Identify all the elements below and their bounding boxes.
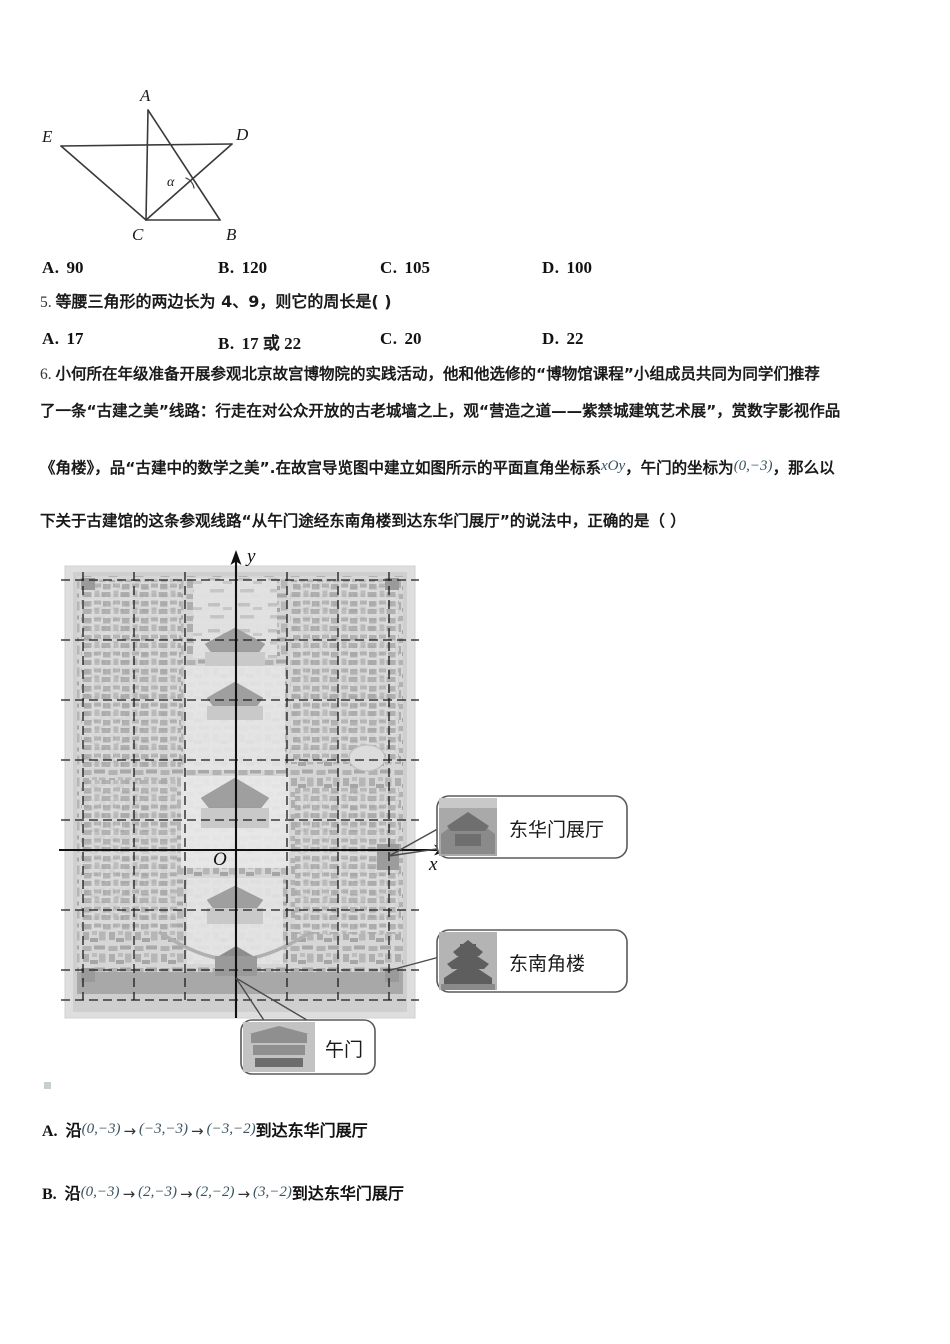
q6-answer-a-point-3: (−3,−2) (206, 1121, 256, 1137)
angle-arc (185, 177, 195, 189)
q4-option-c-value: 105 (404, 258, 431, 277)
q6-answer-b-point-1: (0,−3) (80, 1184, 120, 1200)
geom-label-d: D (235, 125, 249, 144)
q5-option-c-value: 20 (404, 329, 422, 348)
q4-option-c-letter: C. (380, 258, 398, 277)
q6-answer-a-suffix: 到达东华门展厅 (255, 1121, 368, 1140)
q6-coordinate-system-label: xOy (601, 458, 626, 474)
q4-option-a-letter: A. (42, 258, 60, 277)
geom-label-b: B (226, 225, 237, 244)
q6-answer-a-letter: A. (42, 1123, 58, 1140)
q6-line3-mid: ，午门的坐标为 (625, 459, 734, 477)
q6-answer-a[interactable]: A.沿(0,−3)→(−3,−3)→(−3,−2)到达东华门展厅 (42, 1117, 368, 1141)
segment-ed (60, 143, 233, 147)
q6-answer-b-letter: B. (42, 1186, 57, 1203)
geom-label-alpha: α (167, 175, 175, 190)
q4-option-d-letter: D. (542, 258, 560, 277)
q5-option-b-letter: B. (218, 334, 235, 353)
q6-answer-b-point-2: (2,−3) (138, 1184, 178, 1200)
q6-number: 6. (40, 366, 52, 383)
callout-wumen[interactable]: 午门 (240, 1019, 376, 1075)
q5-option-a-value: 17 (66, 329, 84, 348)
donghuamen-block (377, 844, 399, 870)
q5-option-a-letter: A. (42, 329, 60, 348)
map-image (64, 565, 416, 1019)
coordinate-grid (61, 572, 419, 1001)
q6-stem-line1: 6. 小何所在年级准备开展参观北京故宫博物院的实践活动，他和他选修的“博物馆课程… (40, 363, 925, 386)
q4-option-b[interactable]: B. 120 (218, 258, 267, 278)
segment-ec (60, 145, 147, 221)
corner-tower-sw (81, 968, 95, 982)
arrow-icon: → (191, 1122, 204, 1140)
q5-option-c-letter: C. (380, 329, 398, 348)
q6-stem-line3: 《角楼》，品“古建中的数学之美”.在故宫导览图中建立如图所示的平面直角坐标系xO… (40, 455, 925, 480)
segment-cd (145, 143, 233, 221)
q4-option-d-value: 100 (566, 258, 593, 277)
q4-option-d[interactable]: D. 100 (542, 258, 592, 278)
q4-option-a[interactable]: A. 90 (42, 258, 84, 278)
leader-wumen-b (235, 977, 318, 1027)
segment-ab (147, 109, 221, 221)
q6-forbidden-city-map: y x O (55, 548, 655, 1093)
geom-label-a: A (139, 86, 151, 105)
arrow-icon: → (123, 1122, 137, 1140)
q5-number: 5. (40, 294, 52, 311)
q6-line2-text: 了一条“古建之美”线路：行走在对公众开放的古老城墙之上，观“营造之道——紫禁城建… (40, 402, 841, 420)
q5-option-b[interactable]: B. 17 或 22 (218, 329, 301, 354)
q6-line4-text: 下关于古建馆的这条参观线路“从午门途经东南角楼到达东华门展厅”的说法中，正确的是… (40, 512, 686, 530)
q5-option-d-letter: D. (542, 329, 560, 348)
q5-options-row: A. 17 B. 17 或 22 C. 20 D. 22 (42, 329, 922, 355)
q5-option-a[interactable]: A. 17 (42, 329, 84, 349)
q4-geometry-figure: A B C D E α (36, 78, 276, 246)
q6-line1-text: 小何所在年级准备开展参观北京故宫博物院的实践活动，他和他选修的“博物馆课程”小组… (55, 365, 820, 383)
q6-answer-b[interactable]: B.沿(0,−3)→(2,−3)→(2,−2)→(3,−2)到达东华门展厅 (42, 1180, 404, 1204)
q4-option-c[interactable]: C. 105 (380, 258, 430, 278)
callout-donghuamen[interactable]: 东华门展厅 (436, 795, 628, 859)
q6-answer-b-point-3: (2,−2) (195, 1184, 235, 1200)
q6-answer-b-point-4: (3,−2) (253, 1184, 292, 1200)
q4-option-a-value: 90 (66, 258, 84, 277)
arrow-icon: → (237, 1185, 251, 1203)
q6-stem-line2: 了一条“古建之美”线路：行走在对公众开放的古老城墙之上，观“营造之道——紫禁城建… (40, 400, 925, 423)
geom-label-e: E (41, 127, 53, 146)
q6-answer-a-point-1: (0,−3) (81, 1121, 121, 1137)
q6-stem-line4: 下关于古建馆的这条参观线路“从午门途经东南角楼到达东华门展厅”的说法中，正确的是… (40, 510, 925, 533)
q6-line3-post: ，那么以 (772, 459, 835, 477)
coordinate-axes: y x O (59, 548, 449, 1018)
scan-artifact (44, 1082, 51, 1089)
q5-option-b-value: 17 或 22 (241, 334, 302, 353)
origin-label: O (213, 849, 227, 870)
q5-option-d-value: 22 (566, 329, 584, 348)
segment-ac (145, 109, 149, 221)
y-axis-arrowhead (230, 550, 242, 565)
callout-dongnanjiaolou[interactable]: 东南角楼 (436, 929, 628, 993)
q4-option-b-letter: B. (218, 258, 235, 277)
q4-option-b-value: 120 (241, 258, 268, 277)
arrow-icon: → (180, 1185, 193, 1203)
q6-answer-a-prefix: 沿 (65, 1121, 82, 1140)
callout-dongnanjiaolou-label: 东南角楼 (509, 953, 585, 975)
q4-options-row: A. 90 B. 120 C. 105 D. 100 (42, 258, 922, 284)
q6-wumen-coordinate: (0,−3) (733, 458, 773, 474)
callout-donghuamen-label: 东华门展厅 (509, 819, 604, 841)
x-axis-label: x (428, 854, 438, 875)
arrow-icon: → (122, 1185, 136, 1203)
q5-option-c[interactable]: C. 20 (380, 329, 422, 349)
q6-answer-b-prefix: 沿 (64, 1184, 81, 1203)
callout-wumen-label: 午门 (325, 1039, 363, 1061)
q5-stem: 5. 等腰三角形的两边长为 4、9，则它的周长是( ) (40, 290, 925, 314)
q5-option-d[interactable]: D. 22 (542, 329, 584, 349)
geom-label-c: C (132, 225, 144, 244)
q6-answer-a-point-2: (−3,−3) (139, 1121, 189, 1137)
y-axis-label: y (245, 548, 256, 567)
q6-answer-b-suffix: 到达东华门展厅 (291, 1184, 404, 1203)
q5-text: 等腰三角形的两边长为 4、9，则它的周长是( ) (55, 292, 392, 311)
q6-line3-pre: 《角楼》，品“古建中的数学之美”.在故宫导览图中建立如图所示的平面直角坐标系 (40, 459, 602, 477)
